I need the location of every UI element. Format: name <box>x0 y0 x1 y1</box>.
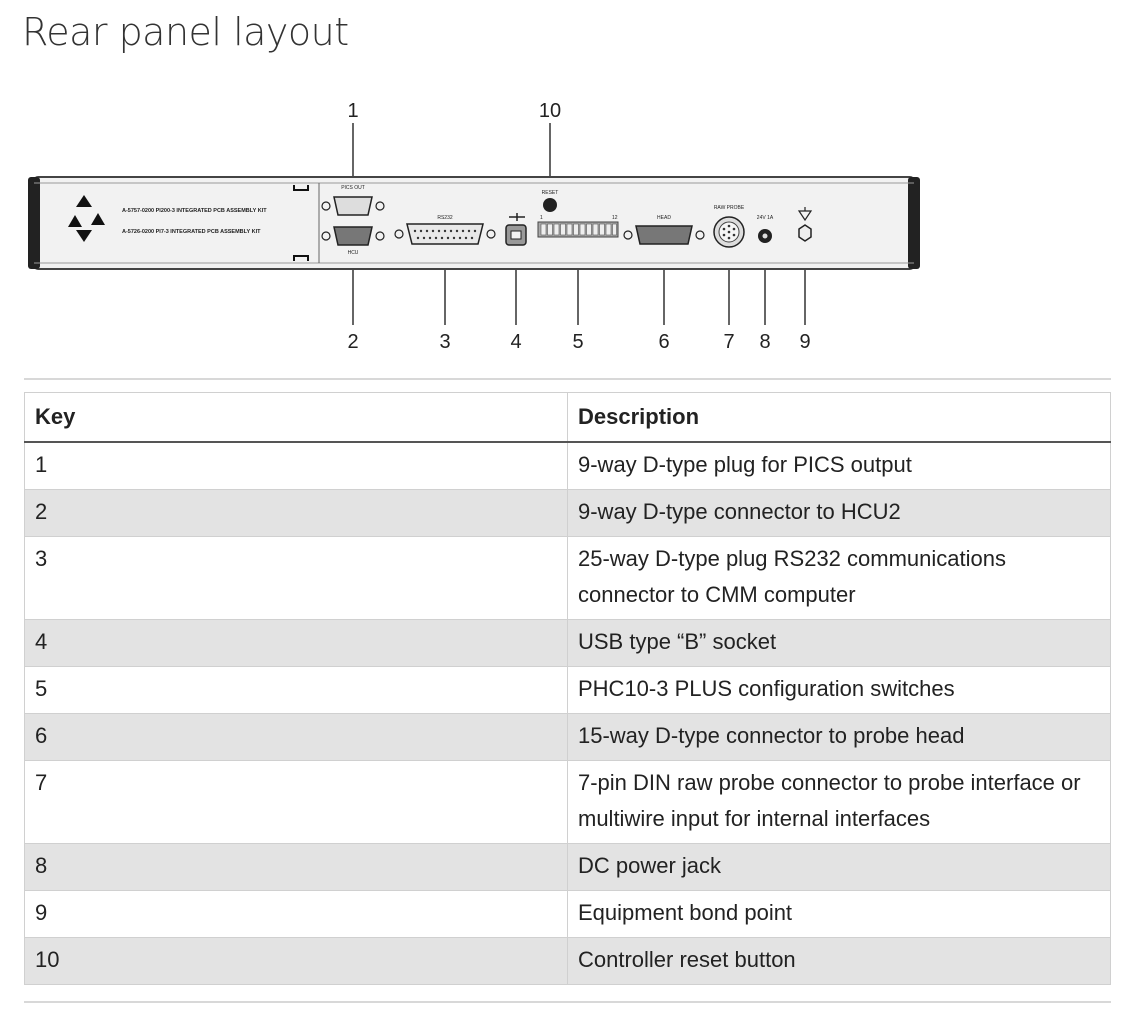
table-header-row: Key Description <box>24 392 1111 443</box>
row-key: 1 <box>24 441 568 490</box>
table-row: 7 7-pin DIN raw probe connector to probe… <box>24 760 1111 844</box>
key-table: Key Description 1 9-way D-type plug for … <box>24 392 1111 985</box>
row-key: 7 <box>24 760 568 844</box>
table-row: 9 Equipment bond point <box>24 890 1111 938</box>
raw-probe-label: RAW PROBE <box>714 205 745 211</box>
callout-6: 6 <box>658 331 669 353</box>
reset-button-graphic: RESET <box>542 190 559 212</box>
top-divider <box>24 378 1111 380</box>
row-key: 5 <box>24 666 568 714</box>
callout-1: 1 <box>347 100 358 122</box>
callout-2: 2 <box>347 331 358 353</box>
callout-8: 8 <box>759 331 770 353</box>
rear-panel <box>28 176 920 270</box>
table-row: 8 DC power jack <box>24 843 1111 891</box>
kit-label-2: A-5726-0200 PI7-3 INTEGRATED PCB ASSEMBL… <box>122 229 261 235</box>
bottom-divider <box>24 1001 1111 1003</box>
pics-out-connector: PICS OUT <box>321 185 385 216</box>
dc-power-jack: 24V 1A <box>757 215 774 243</box>
switch-label-right: 12 <box>612 215 618 221</box>
row-key: 4 <box>24 619 568 667</box>
config-switches: 1 12 <box>537 215 619 238</box>
rear-panel-diagram: 1 10 2 3 4 5 6 7 8 9 <box>28 100 920 353</box>
callout-7: 7 <box>723 331 734 353</box>
rs232-label: RS232 <box>437 215 453 221</box>
key-column-header: Key <box>24 392 568 443</box>
row-description: 25-way D-type plug RS232 communications … <box>567 536 1111 620</box>
recycle-icon <box>68 195 105 242</box>
row-description: 9-way D-type plug for PICS output <box>567 441 1111 490</box>
row-description: Equipment bond point <box>567 890 1111 938</box>
kit-label-1: A-5757-0200 PI200-3 INTEGRATED PCB ASSEM… <box>122 208 267 214</box>
reset-label: RESET <box>542 190 559 196</box>
row-key: 6 <box>24 713 568 761</box>
raw-probe-connector: RAW PROBE <box>713 205 745 248</box>
head-connector: HEAD <box>623 215 705 245</box>
usb-connector <box>505 213 527 246</box>
table-row: 6 15-way D-type connector to probe head <box>24 713 1111 761</box>
row-description: DC power jack <box>567 843 1111 891</box>
table-row: 2 9-way D-type connector to HCU2 <box>24 489 1111 537</box>
hcu-connector: HCU <box>321 226 385 256</box>
row-description: 9-way D-type connector to HCU2 <box>567 489 1111 537</box>
callout-3: 3 <box>439 331 450 353</box>
callout-5: 5 <box>572 331 583 353</box>
table-row: 1 9-way D-type plug for PICS output <box>24 441 1111 490</box>
table-row: 4 USB type “B” socket <box>24 619 1111 667</box>
head-label: HEAD <box>657 215 671 221</box>
callout-10: 10 <box>539 100 561 122</box>
row-description: Controller reset button <box>567 937 1111 985</box>
row-description: USB type “B” socket <box>567 619 1111 667</box>
row-key: 9 <box>24 890 568 938</box>
table-row: 3 25-way D-type plug RS232 communication… <box>24 536 1111 620</box>
row-key: 2 <box>24 489 568 537</box>
table-row: 5 PHC10-3 PLUS configuration switches <box>24 666 1111 714</box>
row-key: 8 <box>24 843 568 891</box>
row-key: 3 <box>24 536 568 620</box>
description-column-header: Description <box>567 392 1111 443</box>
page-title: Rear panel layout <box>22 10 349 54</box>
ground-symbol-icon <box>797 207 813 242</box>
pics-out-label: PICS OUT <box>341 185 365 191</box>
hcu-label: HCU <box>348 250 359 256</box>
row-key: 10 <box>24 937 568 985</box>
row-description: 15-way D-type connector to probe head <box>567 713 1111 761</box>
row-description: 7-pin DIN raw probe connector to probe i… <box>567 760 1111 844</box>
row-description: PHC10-3 PLUS configuration switches <box>567 666 1111 714</box>
callout-9: 9 <box>799 331 810 353</box>
switch-label-left: 1 <box>540 215 543 221</box>
callout-4: 4 <box>510 331 521 353</box>
rs232-connector: RS232 <box>394 215 496 245</box>
table-row: 10 Controller reset button <box>24 937 1111 985</box>
power-label: 24V 1A <box>757 215 774 221</box>
